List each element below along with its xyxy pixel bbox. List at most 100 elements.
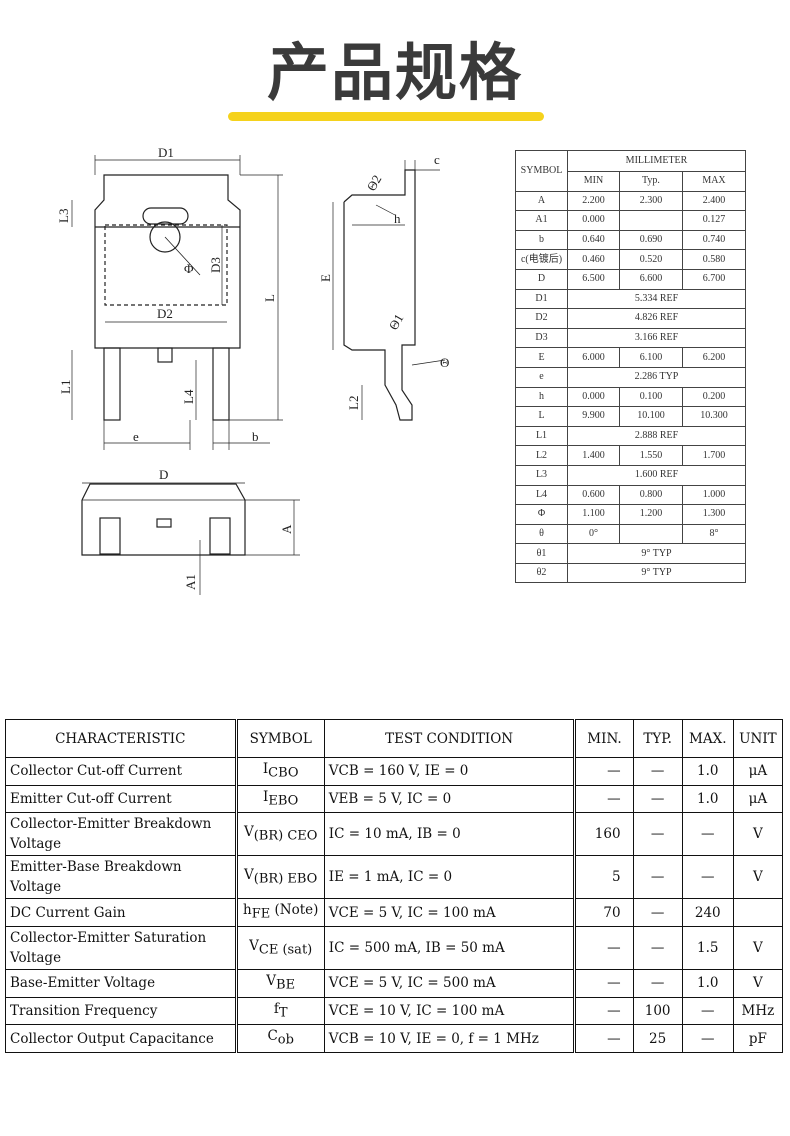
symbol-main: I xyxy=(263,788,269,805)
side-view xyxy=(332,160,446,421)
symbol-subscript: BE xyxy=(276,977,296,993)
label-l1: L1 xyxy=(58,380,73,394)
char-max-cell: — xyxy=(681,996,734,1026)
dim-max-cell: 2.400 xyxy=(681,190,747,212)
dim-symbol-cell: A1 xyxy=(515,210,568,231)
dim-symbol-cell: E xyxy=(515,347,568,368)
char-max-cell: — xyxy=(681,812,734,857)
dim-max-cell: 0.127 xyxy=(681,210,747,231)
char-min-cell: — xyxy=(573,926,634,971)
char-typ-cell: — xyxy=(632,969,683,998)
label-theta: Θ xyxy=(440,355,449,370)
symbol-subscript: T xyxy=(278,1005,288,1021)
label-d: D xyxy=(159,467,168,482)
char-test-condition-cell: IC = 500 mA, IB = 50 mA xyxy=(323,926,576,971)
label-phi: Φ xyxy=(184,261,194,276)
dim-typ-cell xyxy=(618,210,683,231)
dim-symbol-cell: c(电镀后) xyxy=(515,249,568,270)
dim-symbol-cell: L1 xyxy=(515,425,568,447)
char-symbol-cell: fT xyxy=(234,996,325,1026)
label-l4: L4 xyxy=(181,389,196,404)
char-characteristic-cell: Collector-Emitter Saturation Voltage xyxy=(5,926,237,971)
dim-typ-cell: 6.100 xyxy=(618,347,683,368)
char-max-cell: 1.5 xyxy=(681,926,734,971)
char-max-cell: 240 xyxy=(681,898,734,928)
dim-symbol-cell: D3 xyxy=(515,327,568,349)
char-unit-cell xyxy=(732,898,784,928)
char-min-cell: — xyxy=(573,1024,634,1054)
char-symbol-cell: VCE (sat) xyxy=(234,926,325,971)
label-a1: A1 xyxy=(183,574,198,590)
dim-min-cell: 0.640 xyxy=(567,229,620,251)
label-theta2: Θ2 xyxy=(364,172,385,193)
dim-typ-cell: 0.520 xyxy=(618,249,683,270)
dim-max-cell: 10.300 xyxy=(681,406,747,427)
char-characteristic-cell: Collector Output Capacitance xyxy=(5,1024,237,1054)
char-test-condition-cell: VEB = 5 V, IC = 0 xyxy=(323,784,576,814)
label-l2: L2 xyxy=(346,396,361,410)
package-outline-drawing: D1 L3 Φ D3 D2 L L1 L4 e b c Θ2 h E Θ1 Θ … xyxy=(56,145,449,595)
char-typ-cell: — xyxy=(632,812,683,857)
char-typ-cell: — xyxy=(632,898,683,928)
label-E: E xyxy=(318,274,333,282)
dim-ref-value-cell: 1.600 REF xyxy=(567,464,746,486)
char-min-cell: — xyxy=(573,969,634,998)
char-header-unit: UNIT xyxy=(732,719,784,758)
char-min-cell: 160 xyxy=(573,812,634,857)
symbol-main: V xyxy=(266,973,277,990)
dim-max-cell: 0.580 xyxy=(681,249,747,270)
dim-symbol-cell: L2 xyxy=(515,445,568,466)
label-e: e xyxy=(133,429,139,444)
dim-typ-cell: 1.550 xyxy=(618,445,683,466)
dim-min-cell: 9.900 xyxy=(567,406,620,427)
char-unit-cell: pF xyxy=(732,1024,784,1054)
char-header-min: MIN. xyxy=(573,719,634,758)
symbol-subscript: CBO xyxy=(268,765,299,781)
symbol-main: I xyxy=(262,761,269,777)
char-max-cell: 1.0 xyxy=(681,969,734,998)
dim-ref-value-cell: 2.888 REF xyxy=(567,425,746,447)
front-view xyxy=(81,482,300,595)
char-max-cell: 1.0 xyxy=(681,784,734,814)
char-unit-cell: V xyxy=(732,926,784,971)
dim-ref-value-cell: 3.166 REF xyxy=(567,327,746,349)
char-header-test-condition: TEST CONDITION xyxy=(323,719,576,758)
char-symbol-cell: ICBO xyxy=(234,757,325,786)
label-d3: D3 xyxy=(208,257,223,273)
dim-min-cell: 0.600 xyxy=(567,484,620,506)
dim-typ-cell: 1.200 xyxy=(618,504,683,525)
label-c: c xyxy=(434,152,440,167)
char-characteristic-cell: DC Current Gain xyxy=(5,898,237,928)
dim-col-typ: Typ. xyxy=(618,171,683,192)
char-test-condition-cell: VCE = 10 V, IC = 100 mA xyxy=(323,996,576,1026)
dim-typ-cell: 0.100 xyxy=(618,386,683,408)
dim-max-cell: 6.200 xyxy=(681,347,747,368)
char-unit-cell: V xyxy=(732,855,784,900)
symbol-main: V xyxy=(244,867,254,884)
dim-symbol-header: SYMBOL xyxy=(515,150,568,192)
char-min-cell: — xyxy=(573,996,634,1026)
char-header-max: MAX. xyxy=(681,719,734,758)
char-typ-cell: 100 xyxy=(632,996,683,1026)
char-header-symbol: SYMBOL xyxy=(234,719,325,758)
dim-typ-cell: 2.300 xyxy=(618,190,683,212)
dim-min-cell: 0.460 xyxy=(567,249,620,270)
char-characteristic-cell: Emitter-Base Breakdown Voltage xyxy=(5,855,237,900)
dim-max-cell: 6.700 xyxy=(681,268,747,290)
top-view xyxy=(71,155,283,450)
char-max-cell: 1.0 xyxy=(681,757,734,786)
